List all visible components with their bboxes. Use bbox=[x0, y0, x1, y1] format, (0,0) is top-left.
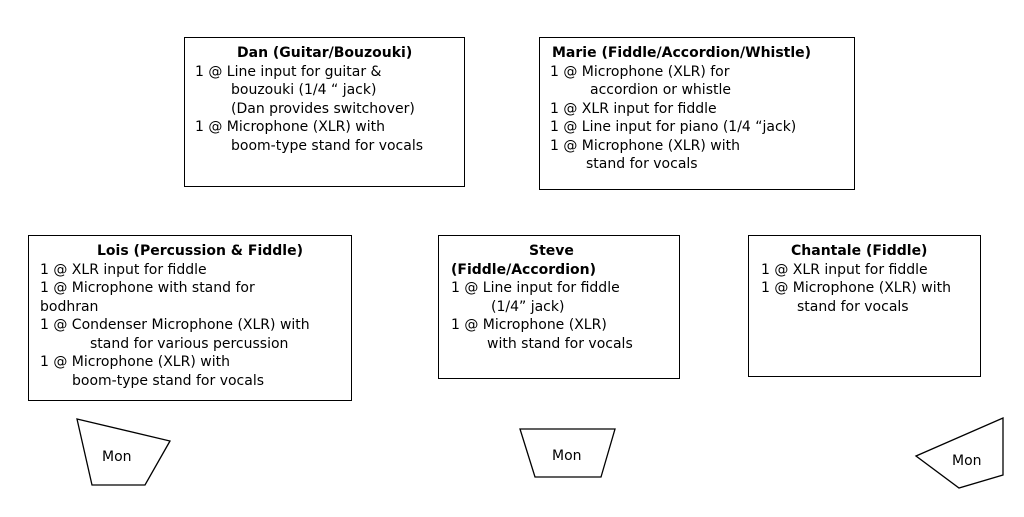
chantale-title: Chantale (Fiddle) bbox=[791, 243, 928, 259]
chantale-line-3: stand for vocals bbox=[797, 298, 909, 315]
monitor-center-shape bbox=[519, 428, 616, 478]
monitor-right-label: Mon bbox=[952, 453, 982, 469]
marie-line-1: 1 @ Microphone (XLR) for bbox=[550, 63, 730, 80]
steve-line-2: (1/4” jack) bbox=[491, 298, 565, 315]
lois-title: Lois (Percussion & Fiddle) bbox=[97, 243, 303, 259]
monitor-center: Mon bbox=[519, 428, 616, 478]
monitor-left-label: Mon bbox=[102, 449, 132, 465]
dan-line-5: boom-type stand for vocals bbox=[231, 137, 424, 154]
marie-line-3: 1 @ XLR input for fiddle bbox=[550, 100, 717, 117]
lois-line-4: 1 @ Condenser Microphone (XLR) with bbox=[40, 317, 310, 333]
lois-box: Lois (Percussion & Fiddle) 1 @ XLR input… bbox=[28, 235, 352, 401]
steve-line-4: with stand for vocals bbox=[487, 335, 633, 352]
chantale-box: Chantale (Fiddle) 1 @ XLR input for fidd… bbox=[748, 235, 981, 377]
dan-line-1: 1 @ Line input for guitar & bbox=[195, 63, 382, 80]
marie-line-2: accordion or whistle bbox=[590, 82, 731, 98]
steve-line-1: 1 @ Line input for fiddle bbox=[451, 280, 620, 296]
lois-line-1: 1 @ XLR input for fiddle bbox=[40, 261, 207, 278]
steve-box: Steve (Fiddle/Accordion) 1 @ Line input … bbox=[438, 235, 680, 379]
dan-title: Dan (Guitar/Bouzouki) bbox=[237, 45, 413, 61]
marie-title: Marie (Fiddle/Accordion/Whistle) bbox=[552, 45, 812, 61]
steve-title: Steve bbox=[529, 243, 574, 259]
monitor-right-shape bbox=[914, 417, 1004, 489]
monitor-right: Mon bbox=[914, 417, 1004, 489]
chantale-line-2: 1 @ Microphone (XLR) with bbox=[761, 280, 951, 296]
lois-line-2: 1 @ Microphone with stand for bbox=[40, 280, 255, 296]
lois-line-5: stand for various percussion bbox=[90, 335, 289, 352]
lois-line-6: 1 @ Microphone (XLR) with bbox=[40, 354, 230, 370]
lois-line-7: boom-type stand for vocals bbox=[72, 372, 265, 389]
dan-line-3: (Dan provides switchover) bbox=[231, 100, 415, 117]
monitor-center-label: Mon bbox=[552, 448, 582, 464]
steve-title-2: (Fiddle/Accordion) bbox=[451, 261, 596, 278]
monitor-left: Mon bbox=[76, 418, 171, 486]
marie-line-4: 1 @ Line input for piano (1/4 “jack) bbox=[550, 119, 797, 135]
lois-line-3: bodhran bbox=[40, 298, 99, 315]
marie-line-5: 1 @ Microphone (XLR) with bbox=[550, 137, 740, 154]
steve-line-3: 1 @ Microphone (XLR) bbox=[451, 317, 607, 333]
monitor-left-shape bbox=[76, 418, 171, 486]
dan-box: Dan (Guitar/Bouzouki) 1 @ Line input for… bbox=[184, 37, 465, 187]
chantale-line-1: 1 @ XLR input for fiddle bbox=[761, 261, 928, 278]
marie-box: Marie (Fiddle/Accordion/Whistle) 1 @ Mic… bbox=[539, 37, 855, 190]
dan-line-4: 1 @ Microphone (XLR) with bbox=[195, 119, 385, 135]
marie-line-6: stand for vocals bbox=[586, 156, 698, 172]
dan-line-2: bouzouki (1/4 “ jack) bbox=[231, 82, 377, 98]
